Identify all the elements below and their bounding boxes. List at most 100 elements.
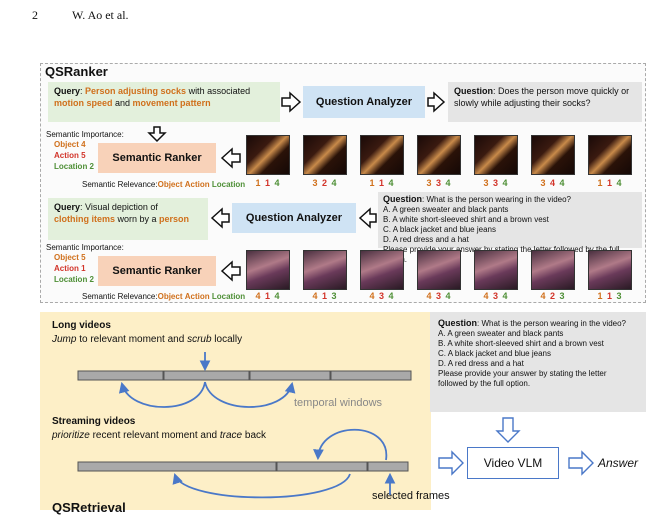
semantic-ranker-2: Semantic Ranker: [98, 256, 216, 286]
score-digit: 2: [321, 178, 328, 188]
score-digit: 4: [502, 178, 509, 188]
hollow-arrow-left: [358, 207, 377, 229]
temporal-windows-label: temporal windows: [294, 397, 383, 409]
score-digit: 1: [321, 291, 328, 301]
score-digit: 4: [369, 291, 376, 301]
importance-location-2: Location 2: [54, 275, 95, 284]
score-digit: 3: [483, 178, 490, 188]
video-frame-thumbnail: [531, 250, 575, 290]
hollow-arrow-left: [427, 91, 446, 113]
score-digit: 1: [255, 178, 262, 188]
score-digit: 4: [540, 291, 547, 301]
importance-object-1: Object 4: [54, 140, 86, 149]
video-frame-thumbnail: [303, 250, 347, 290]
question-text-1: : Does the person move quickly or slowly…: [454, 86, 630, 108]
score-digit: 4: [331, 178, 338, 188]
trace-back-arrow-1: [313, 428, 387, 461]
relevance-score: 1 1 3: [588, 291, 632, 301]
streaming-videos-title: Streaming videos: [52, 416, 136, 427]
video-frame-thumbnail: [588, 135, 632, 175]
hollow-arrow-right: [438, 450, 464, 476]
score-digit: 4: [445, 178, 452, 188]
long-video-windows: [77, 370, 412, 381]
score-digit: 1: [378, 178, 385, 188]
relevance-score: 1 1 4: [246, 178, 290, 188]
hollow-arrow-down: [495, 417, 521, 443]
relevance-score: 4 3 4: [474, 291, 518, 301]
score-digit: 1: [264, 291, 271, 301]
question-box-2: Question: What is the person wearing in …: [378, 192, 642, 264]
qsranker-title: QSRanker: [45, 64, 108, 79]
video-vlm-box: Video VLM: [467, 447, 559, 479]
relevance-score: 3 2 4: [303, 178, 347, 188]
score-digit: 1: [606, 291, 613, 301]
score-digit: 3: [435, 178, 442, 188]
relevance-score: 3 3 4: [417, 178, 461, 188]
score-digit: 4: [274, 291, 281, 301]
score-digit: 4: [616, 178, 623, 188]
video-frame-thumbnail: [531, 135, 575, 175]
importance-object-2: Object 5: [54, 253, 86, 262]
semantic-importance-label-2: Semantic Importance:: [46, 243, 124, 252]
video-frame-thumbnail: [417, 250, 461, 290]
option-d: D. A red dress and a hat: [383, 235, 469, 244]
relevance-score: 4 1 4: [246, 291, 290, 301]
score-digit: 3: [559, 291, 566, 301]
video-frame-thumbnail: [360, 250, 404, 290]
score-digit: 3: [492, 178, 499, 188]
relevance-score: 1 1 4: [360, 178, 404, 188]
trace-back-arrow-2: [172, 472, 351, 499]
selected-frames-label: selected frames: [372, 490, 450, 502]
importance-action-1: Action 5: [54, 151, 86, 160]
semantic-relevance-2: Semantic Relevance:Object Action Locatio…: [82, 292, 246, 301]
importance-location-1: Location 2: [54, 162, 95, 171]
score-digit: 4: [255, 291, 262, 301]
hollow-arrow-right: [568, 450, 594, 476]
running-authors: W. Ao et al.: [72, 8, 129, 22]
stream-window: [276, 461, 368, 472]
answer-question-box: Question: What is the person wearing in …: [430, 312, 646, 412]
relevance-score: 4 1 3: [303, 291, 347, 301]
qsretrieval-panel: [40, 312, 431, 510]
score-digit: 4: [388, 291, 395, 301]
relevance-score: 4 3 4: [360, 291, 404, 301]
option-c: C. A black jacket and blue jeans: [383, 225, 496, 234]
semantic-ranker-1: Semantic Ranker: [98, 143, 216, 173]
score-digit: 4: [549, 178, 556, 188]
answer-label: Answer: [598, 456, 639, 470]
video-frame-thumbnail: [246, 135, 290, 175]
hollow-arrow-down: [147, 126, 167, 143]
score-digit: 3: [331, 291, 338, 301]
score-digit: 4: [426, 291, 433, 301]
query-box-1: Query: Person adjusting socks with assoc…: [48, 82, 280, 122]
score-digit: 4: [502, 291, 509, 301]
video-frame-thumbnail: [303, 135, 347, 175]
semantic-importance-label-1: Semantic Importance:: [46, 130, 124, 139]
score-digit: 1: [597, 291, 604, 301]
query-term-speed: motion speed: [54, 98, 113, 108]
score-digit: 3: [492, 291, 499, 301]
query-prefix: Query: [54, 86, 81, 96]
score-digit: 4: [312, 291, 319, 301]
score-digit: 4: [274, 178, 281, 188]
semantic-relevance-1: Semantic Relevance:Object Action Locatio…: [82, 180, 246, 189]
score-digit: 4: [559, 178, 566, 188]
relevance-score: 1 1 4: [588, 178, 632, 188]
score-digit: 1: [606, 178, 613, 188]
query-term-object: Person adjusting socks: [85, 86, 187, 96]
score-digit: 4: [388, 178, 395, 188]
scrub-arrow-right: [204, 381, 296, 408]
query-term-pattern: movement pattern: [132, 98, 211, 108]
video-frame-thumbnail: [360, 135, 404, 175]
score-digit: 2: [549, 291, 556, 301]
score-digit: 3: [435, 291, 442, 301]
video-frame-thumbnail: [417, 135, 461, 175]
score-digit: 3: [426, 178, 433, 188]
score-digit: 3: [378, 291, 385, 301]
question-analyzer-1: Question Analyzer: [303, 86, 425, 118]
qsretrieval-title: QSRetrieval: [52, 500, 126, 515]
score-digit: 1: [369, 178, 376, 188]
relevance-score: 3 3 4: [474, 178, 518, 188]
